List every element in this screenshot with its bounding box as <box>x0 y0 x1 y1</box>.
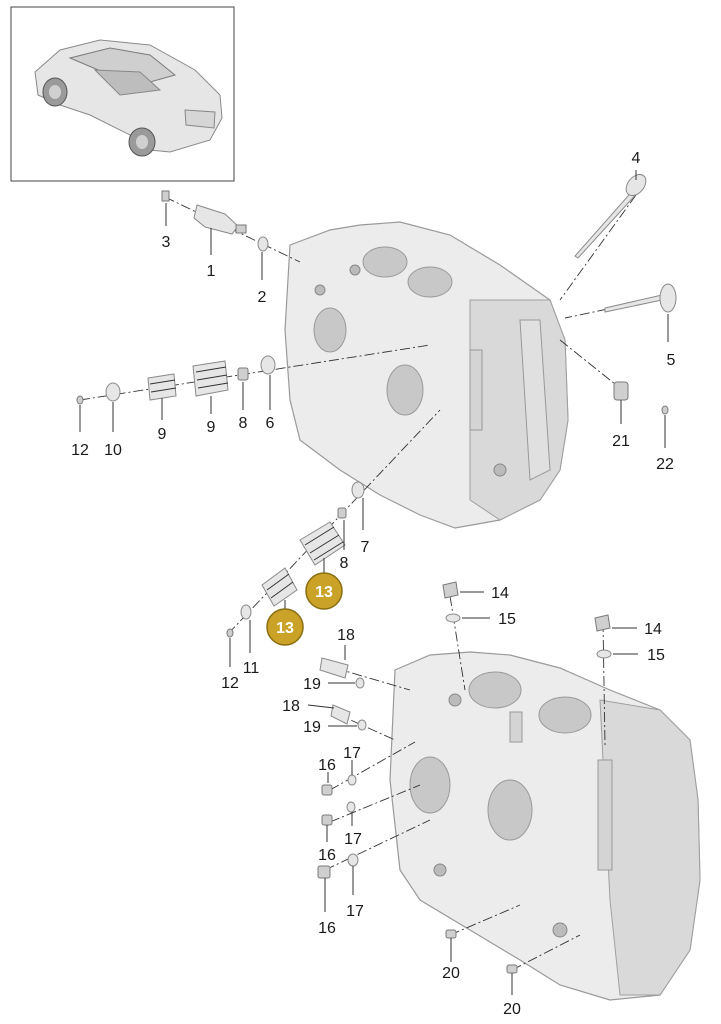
part-dowel-20a <box>445 929 457 939</box>
vehicle-thumbnail <box>10 6 235 182</box>
badge-13a: 13 <box>305 572 343 610</box>
leader-lines <box>79 170 669 995</box>
callout-14b: 14 <box>644 621 662 638</box>
callout-16a: 16 <box>318 757 336 774</box>
callout-18b: 18 <box>282 698 300 715</box>
part-spring-9a <box>192 360 229 397</box>
callout-8b: 8 <box>340 555 349 572</box>
part-dowel-20b <box>506 964 518 974</box>
callout-12a: 12 <box>71 442 89 459</box>
part-pin-22 <box>661 405 669 415</box>
part-plug-14b <box>594 614 611 632</box>
callout-15a: 15 <box>498 611 516 628</box>
part-plug-14a <box>442 581 459 599</box>
part-ring-15a <box>445 613 461 623</box>
callout-12b: 12 <box>221 675 239 692</box>
part-pin-12b <box>226 628 234 638</box>
callout-8a: 8 <box>239 415 248 432</box>
callout-9a: 9 <box>158 426 167 443</box>
callout-20b: 20 <box>503 1001 521 1018</box>
part-spring-13b <box>261 567 298 607</box>
callout-17c: 17 <box>346 903 364 920</box>
part-valve-4 <box>574 173 647 259</box>
part-ring-17a <box>347 774 357 786</box>
callout-1: 1 <box>207 263 216 280</box>
callout-19a: 19 <box>303 676 321 693</box>
badge-13b: 13 <box>266 608 304 646</box>
part-plug-16c <box>317 865 331 879</box>
part-pin-12 <box>76 395 84 405</box>
callout-14a: 14 <box>491 585 509 602</box>
part-washer-10 <box>105 382 121 402</box>
callout-19b: 19 <box>303 719 321 736</box>
part-sensor-21 <box>613 381 629 401</box>
callout-labels: 1 2 3 4 5 6 7 8 8 9 9 10 11 12 12 14 14 … <box>71 150 675 1018</box>
part-plug-16a <box>321 784 333 796</box>
part-plug-16b <box>321 814 333 826</box>
part-spring-9b <box>147 373 177 401</box>
callout-7: 7 <box>361 539 370 556</box>
part-ring-19b <box>357 719 367 731</box>
car-icon <box>34 39 223 157</box>
cylinder-head-lower <box>389 651 701 1001</box>
part-washer-11 <box>240 604 252 620</box>
callout-6: 6 <box>266 415 275 432</box>
part-keeper-8 <box>237 367 249 381</box>
callout-10: 10 <box>104 442 122 459</box>
part-ring-15b <box>596 649 612 659</box>
part-ring-17c <box>347 853 359 867</box>
part-seat-7 <box>351 481 365 499</box>
part-valve-5 <box>604 283 677 313</box>
callout-17b: 17 <box>344 831 362 848</box>
callout-5: 5 <box>667 352 676 369</box>
callout-18a: 18 <box>337 627 355 644</box>
part-seat-6 <box>260 355 276 375</box>
part-keeper-8b <box>337 507 347 519</box>
part-actuator-1 <box>193 204 247 235</box>
callout-15b: 15 <box>647 647 665 664</box>
part-injector-18b <box>330 704 351 725</box>
part-washer-2 <box>257 236 269 252</box>
part-ring-17b <box>346 801 356 813</box>
callout-16b: 16 <box>318 847 336 864</box>
callout-9b: 9 <box>207 419 216 436</box>
callout-22: 22 <box>656 456 674 473</box>
part-ring-19a <box>355 677 365 689</box>
callout-21: 21 <box>612 433 630 450</box>
callout-17a: 17 <box>343 745 361 762</box>
callout-3: 3 <box>162 234 171 251</box>
callout-4: 4 <box>632 150 641 167</box>
badge-13b-label: 13 <box>276 620 294 637</box>
callout-20a: 20 <box>442 965 460 982</box>
callout-2: 2 <box>258 289 267 306</box>
assembly-axes <box>79 194 661 971</box>
callout-11: 11 <box>243 660 260 677</box>
callout-16c: 16 <box>318 920 336 937</box>
cylinder-head-upper <box>284 221 569 529</box>
part-injector-18a <box>319 657 349 679</box>
part-bolt-3 <box>161 190 170 202</box>
part-spring-13a <box>299 521 346 566</box>
badge-13a-label: 13 <box>315 584 333 601</box>
